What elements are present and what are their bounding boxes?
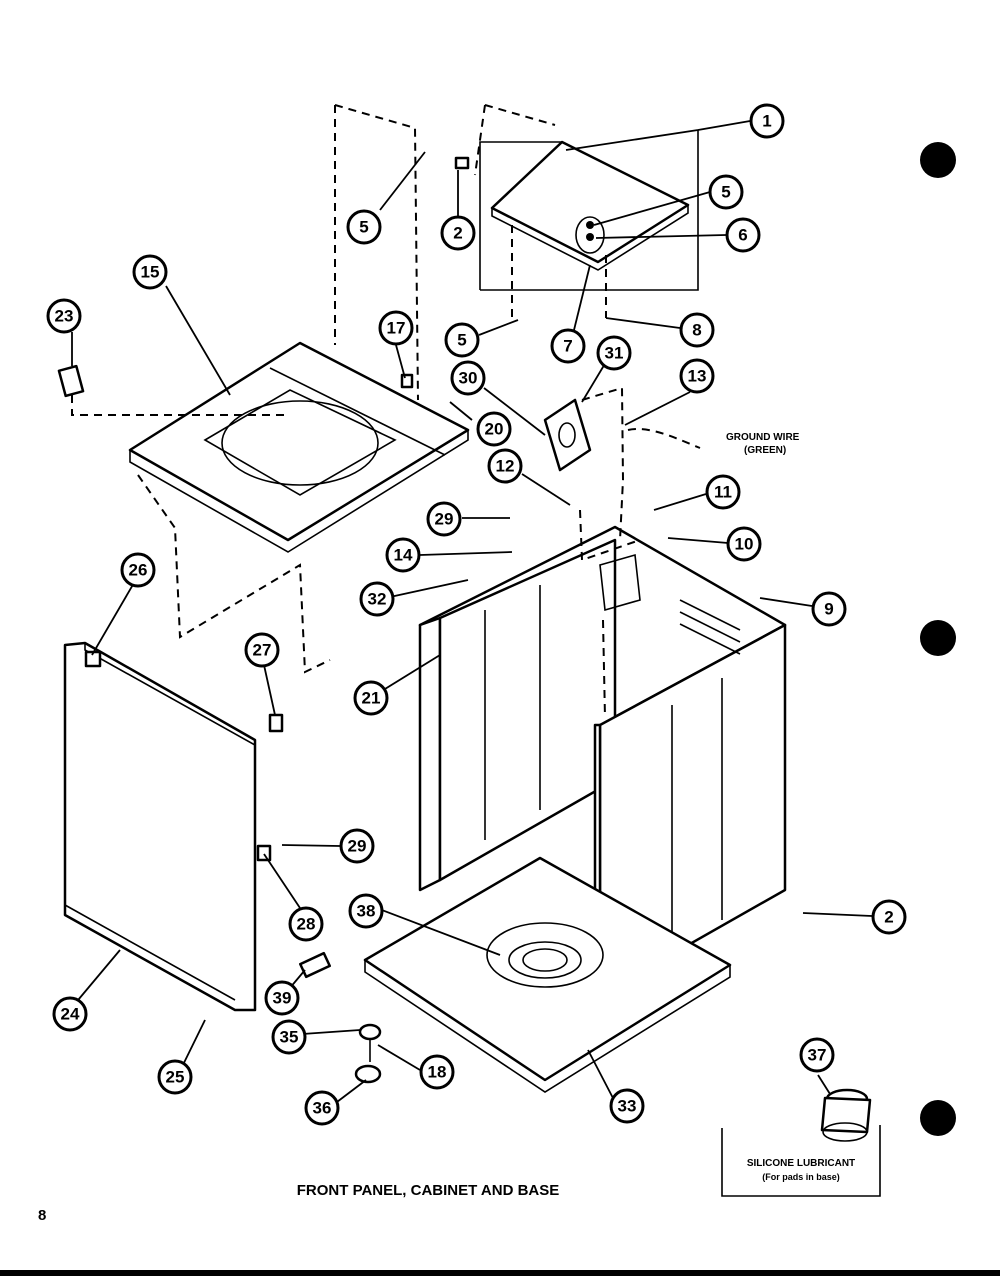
callout-37: 37 — [799, 1037, 835, 1073]
lubricant-can — [721, 1088, 881, 1197]
callout-38-number: 38 — [357, 902, 376, 921]
top-panel — [128, 341, 470, 553]
callout-30: 30 — [450, 360, 486, 396]
callout-31-number: 31 — [605, 344, 624, 363]
page-number: 8 — [38, 1207, 46, 1224]
base — [363, 856, 732, 1093]
callout-20: 20 — [476, 411, 512, 447]
callout-5-number: 5 — [359, 218, 368, 237]
callout-11: 11 — [705, 474, 741, 510]
diagram-title: FRONT PANEL, CABINET AND BASE — [297, 1182, 560, 1199]
callout-10: 10 — [726, 526, 762, 562]
callout-5-number: 5 — [457, 331, 466, 350]
small-parts — [57, 156, 592, 1084]
callout-35: 35 — [271, 1019, 307, 1055]
callout-14: 14 — [385, 537, 421, 573]
callout-5-middle: 5 — [444, 322, 480, 358]
callout-28: 28 — [288, 906, 324, 942]
callout-24: 24 — [52, 996, 88, 1032]
callout-5-top-left: 5 — [346, 209, 382, 245]
callout-1: 1 — [749, 103, 785, 139]
callout-26: 26 — [120, 552, 156, 588]
callout-23-number: 23 — [55, 307, 74, 326]
callout-28-number: 28 — [297, 915, 316, 934]
callout-13: 13 — [679, 358, 715, 394]
callout-10-number: 10 — [735, 535, 754, 554]
callout-6-number: 6 — [738, 226, 747, 245]
callout-9-number: 9 — [824, 600, 833, 619]
callout-7-number: 7 — [563, 337, 572, 356]
callout-2-number: 2 — [884, 908, 893, 927]
callout-36-number: 36 — [313, 1099, 332, 1118]
callout-27-number: 27 — [253, 641, 272, 660]
callout-18-number: 18 — [428, 1063, 447, 1082]
callout-5-number: 5 — [721, 183, 730, 202]
lid-assembly — [479, 130, 699, 291]
callout-21: 21 — [353, 680, 389, 716]
ground-wire-sublabel: (GREEN) — [744, 445, 786, 456]
callout-37-number: 37 — [808, 1046, 827, 1065]
callout-32: 32 — [359, 581, 395, 617]
lubricant-box — [721, 1125, 881, 1197]
callout-11-number: 11 — [714, 483, 732, 502]
callout-36: 36 — [304, 1090, 340, 1126]
scan-bottom-edge — [0, 1270, 1000, 1276]
callout-17: 17 — [378, 310, 414, 346]
explode-lines — [71, 104, 701, 719]
callout-13-number: 13 — [688, 367, 707, 386]
callout-12: 12 — [487, 448, 523, 484]
callout-38: 38 — [348, 893, 384, 929]
callout-39: 39 — [264, 980, 300, 1016]
callout-29-lower: 29 — [339, 828, 375, 864]
callout-8: 8 — [679, 312, 715, 348]
callout-31: 31 — [596, 335, 632, 371]
callout-25-number: 25 — [166, 1068, 185, 1087]
callout-6: 6 — [725, 217, 761, 253]
callout-9: 9 — [811, 591, 847, 627]
lubricant-sublabel: (For pads in base) — [762, 1172, 840, 1182]
callout-17-number: 17 — [387, 319, 406, 338]
callout-24-number: 24 — [61, 1005, 80, 1024]
callout-29-number: 29 — [348, 837, 367, 856]
binder-hole-top — [920, 142, 956, 178]
callout-12-number: 12 — [496, 457, 515, 476]
callout-20-number: 20 — [485, 420, 504, 439]
lubricant-label: SILICONE LUBRICANT — [747, 1158, 855, 1169]
callout-1-number: 1 — [762, 112, 771, 131]
callout-23: 23 — [46, 298, 82, 334]
front-panel — [63, 641, 257, 1012]
binder-hole-bottom — [920, 1100, 956, 1136]
callout-27: 27 — [244, 632, 280, 668]
callout-7: 7 — [550, 328, 586, 364]
ground-wire-label: GROUND WIRE — [726, 432, 800, 443]
callout-15: 15 — [132, 254, 168, 290]
callout-21-number: 21 — [362, 689, 381, 708]
callout-35-number: 35 — [280, 1028, 299, 1047]
callout-33-number: 33 — [618, 1097, 637, 1116]
callout-26-number: 26 — [129, 561, 148, 580]
callout-29-upper: 29 — [426, 501, 462, 537]
callout-18: 18 — [419, 1054, 455, 1090]
callout-32-number: 32 — [368, 590, 387, 609]
callout-2-lower: 2 — [871, 899, 907, 935]
callout-15-number: 15 — [141, 263, 160, 282]
callout-33: 33 — [609, 1088, 645, 1124]
callout-29-number: 29 — [435, 510, 454, 529]
callout-2-number: 2 — [453, 224, 462, 243]
callout-30-number: 30 — [459, 369, 478, 388]
callout-14-number: 14 — [394, 546, 413, 565]
callout-25: 25 — [157, 1059, 193, 1095]
callout-8-number: 8 — [692, 321, 701, 340]
callout-39-number: 39 — [273, 989, 292, 1008]
binder-hole-middle — [920, 620, 956, 656]
callout-5-top-right: 5 — [708, 174, 744, 210]
callout-2-top: 2 — [440, 215, 476, 251]
